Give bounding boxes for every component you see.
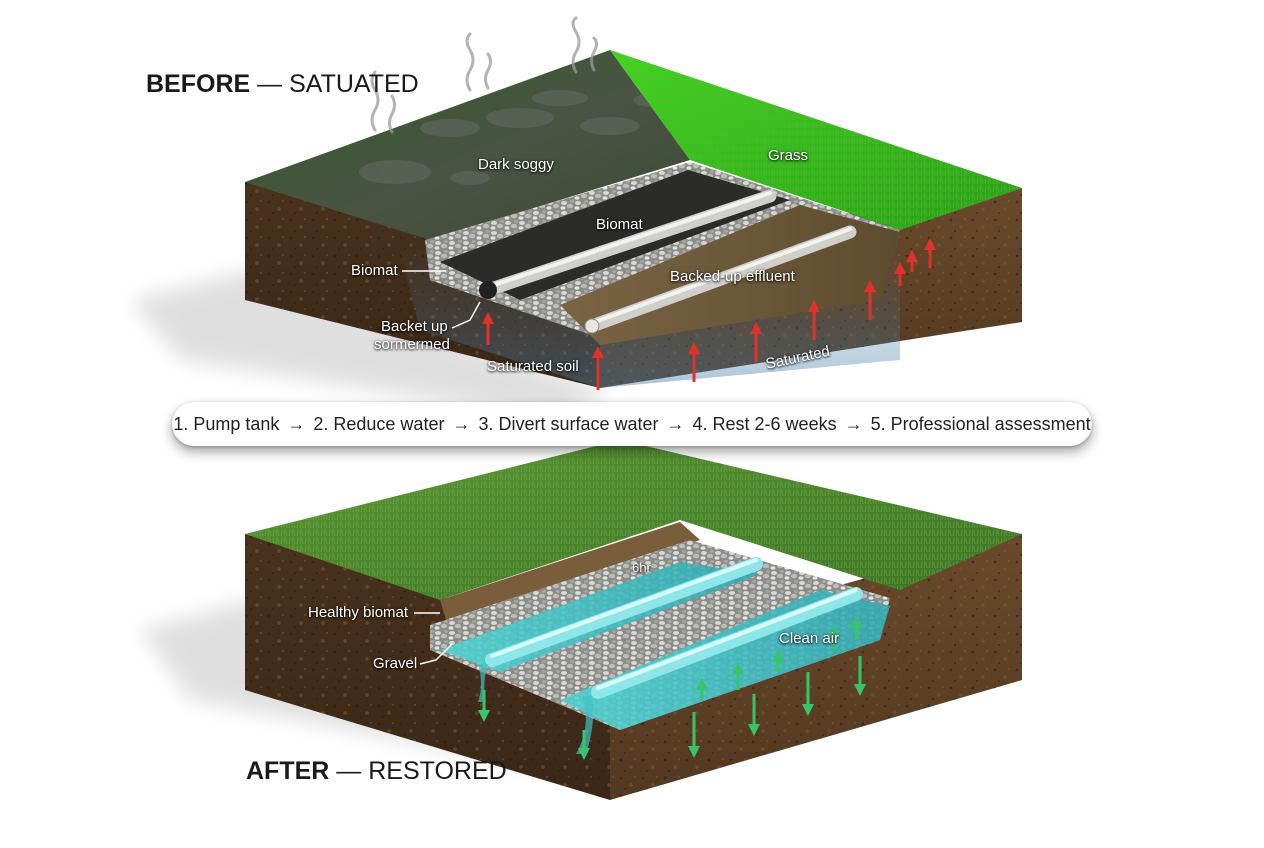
red-arrows [482,238,936,390]
label-backet-up-line2: sormermed [374,336,450,353]
label-healthy-biomat: Healthy biomat [308,604,409,621]
after-pipe-right [591,587,863,699]
soggy-puddles [359,90,677,185]
green-arrows [478,616,866,760]
after-title-bold: AFTER [246,757,330,785]
before-pipe-left-end [479,281,497,299]
water-drip [576,696,594,754]
water-drip [478,664,488,702]
label-gravel: Gravel [373,655,418,672]
step-1: 1. Pump tank [173,413,280,434]
before-gravel [425,162,900,338]
after-title-dash: — [336,757,362,785]
steam-wisps [370,16,598,134]
label-backed-up-effluent: Backed-up effluent [670,268,795,285]
before-biomat [440,170,790,300]
after-title-rest: RESTORED [368,757,507,785]
label-dark-soggy: Dark soggy [478,156,554,173]
after-water-right [560,590,890,730]
step-arrow: → [666,413,685,434]
after-title: AFTER — RESTORED [246,757,507,786]
label-biomat-left: Biomat [351,262,398,279]
step-2: 2. Reduce water [313,413,445,434]
after-block [140,440,1022,800]
step-3: 3. Divert surface water [478,413,659,434]
label-grass: Grass [768,147,809,164]
label-thin: 6hr [632,560,651,575]
before-block [130,16,1022,420]
label-backet-up-line1: Backet up [381,318,448,335]
after-gravel [430,540,890,730]
step-4: 4. Rest 2-6 weeks [692,413,837,434]
label-clean-air: Clean air [779,630,840,647]
before-title-dash: — [257,70,283,98]
before-pipe-left [481,189,777,297]
label-biomat-top: Biomat [596,216,643,233]
step-arrow: → [287,413,306,434]
before-title-bold: BEFORE [146,70,251,98]
step-5: 5. Professional assessment [870,413,1091,434]
after-pipe-left [485,557,763,667]
before-title: BEFORE — SATUATED [146,70,419,99]
step-arrow: → [452,413,471,434]
before-shadow [130,270,610,420]
after-healthy-biomat [440,522,700,620]
before-title-rest: SATUATED [289,70,419,98]
before-pipe-right [585,225,857,333]
label-saturated-soil: Saturated soil [487,358,579,375]
steps-bar: 1. Pump tank → 2. Reduce water → 3. Dive… [172,402,1092,446]
step-arrow: → [844,413,863,434]
